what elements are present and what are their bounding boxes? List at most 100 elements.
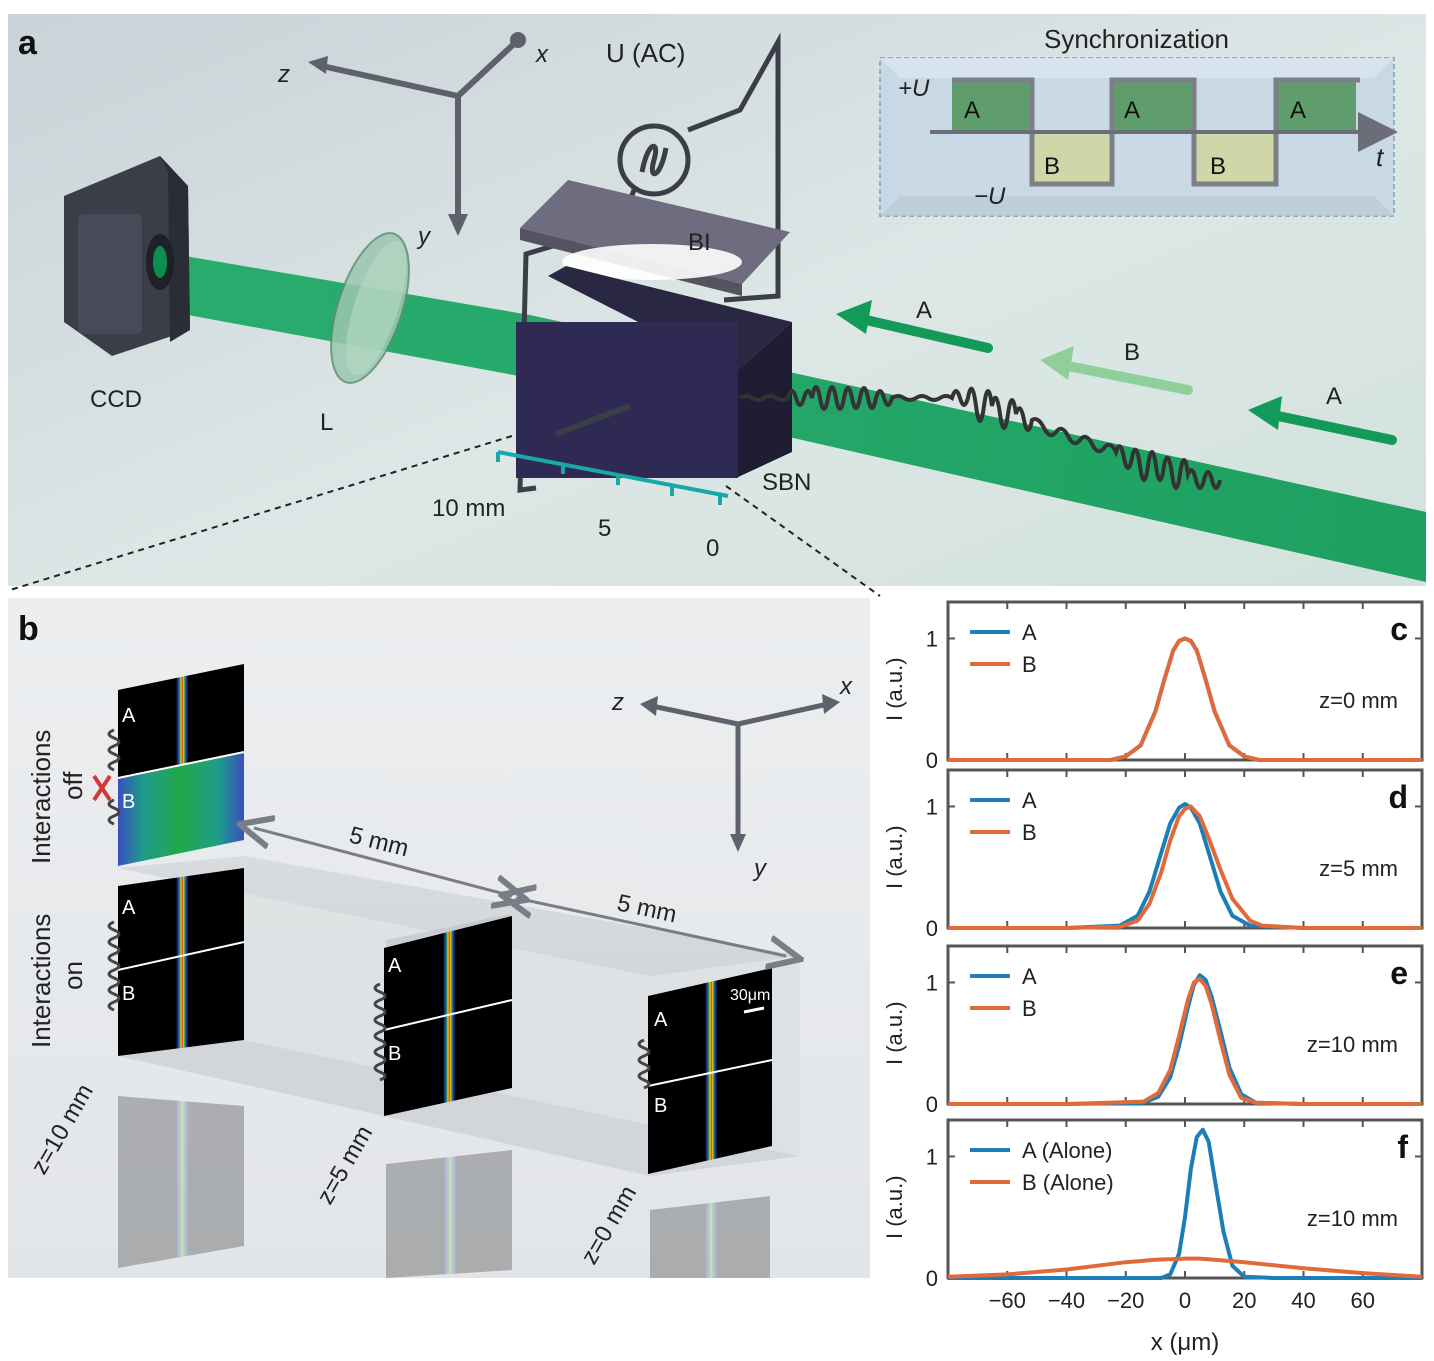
frame-letter: B [654, 1095, 667, 1117]
y-tick-label: 1 [926, 794, 938, 819]
panel-letter-c: c [1390, 611, 1408, 647]
y-tick-label: 0 [926, 1266, 938, 1291]
reflection [118, 1096, 770, 1278]
bi-plate-icon [520, 180, 790, 296]
sync-slot-a2 [1112, 80, 1192, 132]
panel-b-label: b [18, 610, 39, 648]
y-tick-label: 0 [926, 1092, 938, 1117]
series-line-b [947, 1256, 1423, 1279]
lens-label: L [320, 409, 333, 436]
wave-icon [107, 798, 121, 826]
axis-z-label-b: z [611, 689, 624, 716]
panel-letter-d: d [1388, 779, 1408, 815]
sync-slot-label: B [1044, 153, 1060, 180]
series-line-b [948, 976, 1422, 1106]
panel-letter-f: f [1397, 1129, 1408, 1165]
z-annotation: z=5 mm [1319, 856, 1398, 881]
y-tick-label: 1 [926, 1144, 938, 1169]
wave-icon [107, 920, 121, 1012]
sync-slot-a3 [1276, 80, 1356, 132]
x-tick-label: −40 [1048, 1288, 1085, 1313]
sync-t-label: t [1376, 142, 1385, 172]
axis-x-label-b: x [839, 673, 853, 700]
frame-off-a [118, 664, 244, 778]
scale-bar-label: 30μm [730, 987, 770, 1004]
beam-arrow-a2-label: A [1326, 383, 1342, 410]
ruler-label-right: 0 [706, 535, 719, 562]
beam-arrow-a1-label: A [916, 297, 932, 324]
z-annotation: z=10 mm [1307, 1032, 1398, 1057]
beam-arrow-a2-icon [1248, 396, 1397, 445]
beam-arrow-a1-icon [836, 300, 993, 353]
y-axis-label: I (a.u.) [882, 657, 907, 721]
z-annotation: z=0 mm [1319, 688, 1398, 713]
axis-y-label-b: y [752, 855, 768, 882]
group-off-line1: Interactions [26, 730, 56, 864]
wave-icon [637, 1038, 651, 1090]
glass-box-bottom [118, 1040, 800, 1176]
chart-frame [946, 768, 1424, 930]
frame-on-z0 [647, 968, 773, 1174]
beam-arrow-b-icon [1040, 346, 1193, 395]
sync-slot-label: A [1124, 97, 1140, 124]
pulse-train-icon [738, 385, 1222, 490]
beam-arrow-b-label: B [1124, 339, 1140, 366]
distance-arrow-1 [254, 828, 512, 896]
frame-on-z5 [383, 916, 513, 1116]
series-line-a [948, 802, 1422, 930]
y-tick-label: 0 [926, 916, 938, 941]
x-tick-label: −60 [989, 1288, 1026, 1313]
panel-a-label: a [18, 24, 38, 62]
legend-label: A (Alone) [1022, 1138, 1113, 1163]
panel-letter-e: e [1390, 955, 1408, 991]
wave-icon [373, 982, 387, 1082]
x-tick-label: 40 [1291, 1288, 1315, 1313]
ccd-camera-icon [64, 156, 190, 356]
group-on-line2: on [58, 961, 88, 990]
frame-letter: B [122, 983, 135, 1005]
sync-plus-label: +U [898, 75, 930, 102]
frame-letter: A [122, 705, 136, 727]
x-tick-label: 0 [1179, 1288, 1191, 1313]
sync-minus-label: −U [974, 183, 1006, 210]
axes-a-icon [308, 32, 526, 236]
y-axis-label: I (a.u.) [882, 1175, 907, 1239]
y-tick-label: 1 [926, 626, 938, 651]
frame-off [117, 664, 245, 866]
frame-letter: A [122, 897, 136, 919]
lens-icon [330, 232, 410, 384]
sync-title: Synchronization [1044, 24, 1229, 54]
y-axis-label: I (a.u.) [882, 825, 907, 889]
legend-label: B [1022, 820, 1037, 845]
sync-inset [879, 57, 1398, 217]
voltage-label: U (AC) [606, 38, 685, 68]
series-line-a [948, 1127, 1422, 1280]
x-tick-label: 60 [1351, 1288, 1375, 1313]
frame-letter: B [122, 791, 135, 813]
panel-a: a CCD L z x y [8, 14, 1426, 586]
series-line-b [948, 636, 1422, 762]
frame-letter: A [388, 955, 402, 977]
frame-letter: A [654, 1009, 668, 1031]
axes-b-icon [640, 694, 840, 852]
legend-label: B [1022, 652, 1037, 677]
legend-label: B (Alone) [1022, 1170, 1114, 1195]
ccd-label: CCD [90, 386, 142, 413]
zoom-line-right [725, 485, 881, 597]
frame-on-z10 [117, 868, 245, 1056]
x-axis-label: x (μm) [1151, 1329, 1219, 1356]
legend-label: B [1022, 996, 1037, 1021]
chart-panel-f: 0 1 −60 −40 −20 0 20 40 60 x (μm) I (a.u.) A (Alone… [882, 1118, 1424, 1356]
ruler-label-mid: 5 [598, 515, 611, 542]
x-tick-label: 20 [1232, 1288, 1256, 1313]
sync-slot-label: A [1290, 97, 1306, 124]
ruler-label-left: 10 mm [432, 495, 505, 522]
axis-x-label: x [535, 41, 549, 68]
bi-label: BI [688, 229, 711, 256]
legend-label: A [1022, 788, 1037, 813]
x-tick-label: −20 [1107, 1288, 1144, 1313]
y-tick-label: 1 [926, 970, 938, 995]
legend-label: A [1022, 964, 1037, 989]
